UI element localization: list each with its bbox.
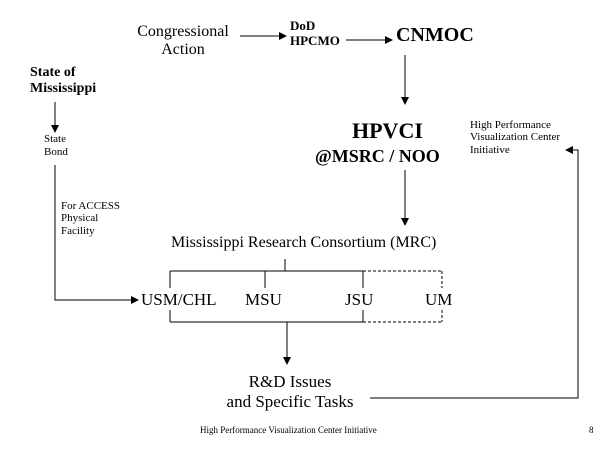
mrc-label: Mississippi Research Consortium (MRC) [171,234,437,251]
member-usm-chl: USM/CHL [141,290,217,309]
dod-hpcmo-label: DoD HPCMO [290,18,340,48]
footer-text: High Performance Visualization Center In… [200,425,377,435]
hpvci-note: High Performance Visualization Center In… [470,119,561,156]
msrc-noo-label: @MSRC / NOO [315,146,440,166]
cnmoc-label: CNMOC [396,24,474,46]
state-bond-label: State Bond [44,133,68,158]
rd-issues-label: R&D Issues and Specific Tasks [226,372,354,411]
congressional-action-label: Congressional Action [137,23,229,59]
hpvci-label: HPVCI [352,118,423,143]
member-msu: MSU [245,290,282,309]
page-number: 8 [589,425,594,435]
member-jsu: JSU [345,290,374,309]
access-note: For ACCESS Physical Facility [61,200,120,237]
state-of-mississippi-label: State of Mississippi [30,65,97,97]
arrow-bond-to-usm [54,165,139,304]
member-um: UM [425,290,453,309]
arrow-rd-feedback [370,146,579,399]
